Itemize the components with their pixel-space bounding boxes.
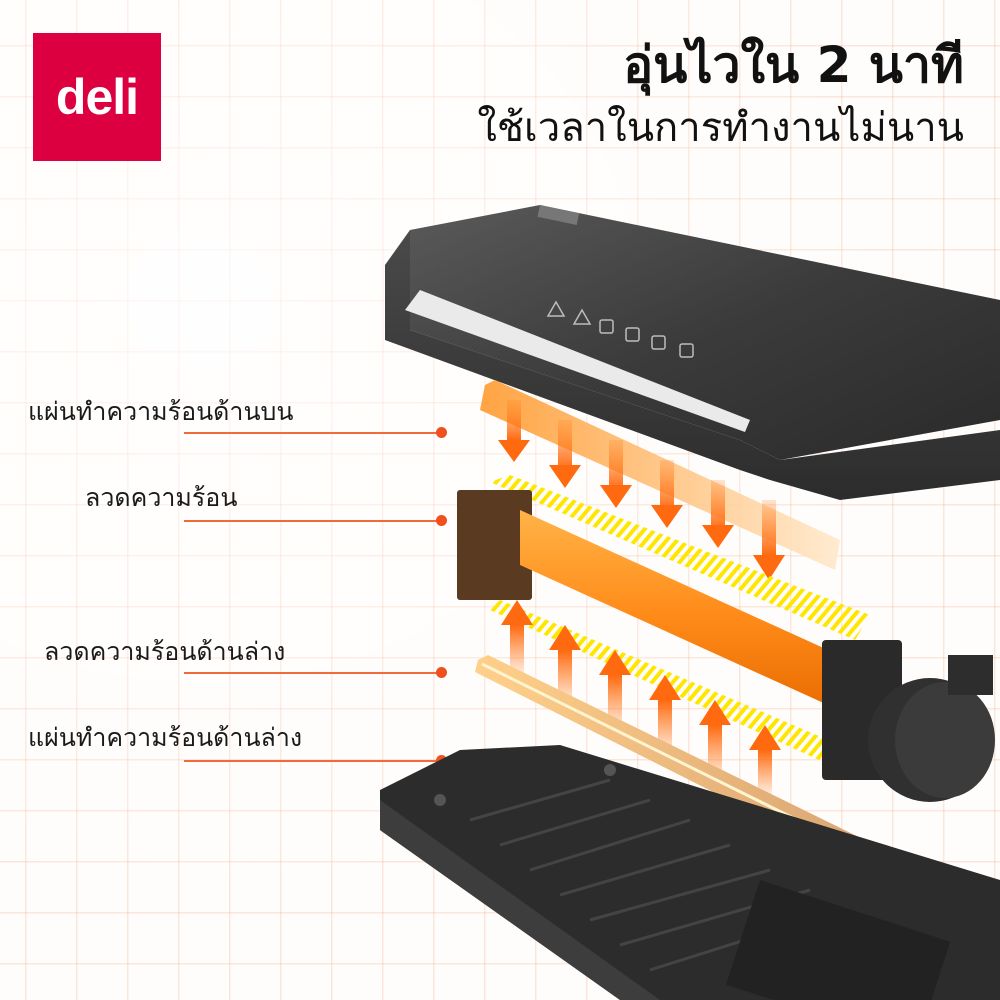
upper-heating-plate [480,380,840,580]
callout-leader-line [184,520,440,522]
callout-dot [436,515,447,526]
heat-arrow-down-icon [753,500,785,580]
callout-leader-line [184,760,440,762]
heat-arrow-down-icon [549,420,581,488]
control-panel-icons [546,300,694,358]
heat-arrow-up-icon [749,725,781,795]
callout-heating-wire: ลวดความร้อน [85,483,238,512]
callout-lower-heating-plate: แผ่นทำความร้อนด้านล่าง [28,723,303,752]
heat-arrow-down-icon [498,400,530,462]
headline: อุ่นไวใน 2 นาที ใช้เวลาในการทำงานไม่นาน [477,30,964,156]
heat-arrow-down-icon [600,440,632,508]
heat-arrow-down-icon [651,460,683,528]
heating-wire-rod [457,490,995,802]
callout-dot [436,667,447,678]
heat-arrow-down-icon [702,480,734,548]
deli-logo: deli [33,33,161,161]
headline-title: อุ่นไวใน 2 นาที [623,36,964,94]
callout-lower-heating-wire: ลวดความร้อนด้านล่าง [44,637,286,666]
logo-text: deli [55,69,139,125]
bottom-case [380,745,1000,1000]
callout-upper-heating-plate: แผ่นทำความร้อนด้านบน [28,397,294,426]
headline-subtitle: ใช้เวลาในการทำงานไม่นาน [477,105,964,151]
top-case [385,205,1000,500]
callout-leader-line [184,432,440,434]
heat-arrow-up-icon [501,600,533,675]
callout-leader-line [184,672,440,674]
callout-dot [436,427,447,438]
heat-radiation-band [490,475,870,640]
